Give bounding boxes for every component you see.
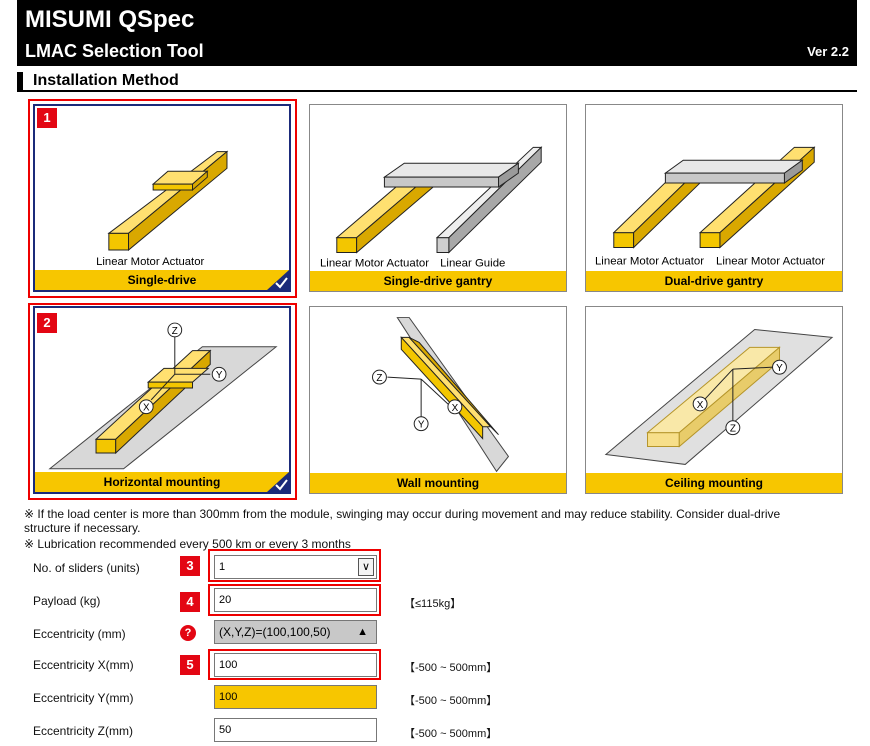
ecc-z-range: 【-500 ~ 500mm】: [404, 728, 498, 740]
note-load-center: ※ If the load center is more than 300mm …: [24, 507, 781, 521]
ecc-x-label: Eccentricity X(mm): [33, 658, 134, 672]
sliders-value: 1: [219, 561, 226, 573]
ecc-x-range: 【-500 ~ 500mm】: [404, 662, 498, 674]
wall-mounting-illustration: Z Y X: [372, 317, 510, 473]
ecc-z-label: Eccentricity Z(mm): [33, 724, 133, 738]
help-icon[interactable]: ?: [180, 625, 196, 641]
option-horizontal-mounting[interactable]: Z Y X Horizontal mounting: [33, 306, 291, 494]
app-header: MISUMI QSpec LMAC Selection Tool Ver 2.2: [17, 0, 857, 66]
option-dual-drive-gantry[interactable]: Linear Motor Actuator Linear Motor Actua…: [585, 104, 843, 292]
card-label: Linear Motor Actuator: [320, 257, 429, 269]
option-single-drive[interactable]: Linear Motor Actuator Single-drive: [33, 104, 291, 292]
sliders-select[interactable]: 1 ∨: [214, 555, 377, 579]
payload-range: 【≤115kg】: [404, 598, 462, 610]
collapse-arrow-icon[interactable]: ▲: [357, 626, 368, 638]
single-drive-illustration: Linear Motor Actuator: [96, 150, 229, 268]
ecc-y-range: 【-500 ~ 500mm】: [404, 695, 498, 707]
card-label: Linear Guide: [440, 257, 505, 269]
ecc-z-input[interactable]: 50: [214, 718, 377, 742]
option-single-drive-gantry[interactable]: Linear Motor Actuator Linear Guide Singl…: [309, 104, 567, 292]
version-label: Ver 2.2: [807, 44, 849, 59]
payload-label: Payload (kg): [33, 594, 101, 608]
checkmark-icon: [267, 270, 289, 290]
card-caption: Horizontal mounting: [35, 472, 289, 492]
ceiling-mounting-illustration: Y X Z: [604, 328, 834, 465]
axis-z-label: Z: [172, 326, 178, 337]
ecc-y-label: Eccentricity Y(mm): [33, 691, 134, 705]
card-label: Linear Motor Actuator: [595, 255, 704, 267]
card-label: Linear Motor Actuator: [96, 256, 204, 268]
ecc-x-input[interactable]: 100: [214, 653, 377, 677]
app-title: MISUMI QSpec: [25, 6, 195, 33]
step-badge-3: 3: [180, 556, 200, 576]
axis-z-label: Z: [730, 424, 736, 435]
card-caption: Dual-drive gantry: [586, 271, 842, 291]
section-title: Installation Method: [33, 72, 179, 89]
dropdown-arrow-icon[interactable]: ∨: [358, 558, 374, 576]
ecc-y-input[interactable]: 100: [214, 685, 377, 709]
card-caption: Single-drive gantry: [310, 271, 566, 291]
checkmark-icon: [267, 472, 289, 492]
dual-drive-gantry-illustration: Linear Motor Actuator Linear Motor Actua…: [595, 146, 825, 267]
sliders-label: No. of sliders (units): [33, 561, 140, 575]
card-caption: Wall mounting: [310, 473, 566, 493]
step-badge-1: 1: [37, 108, 57, 128]
single-drive-gantry-illustration: Linear Motor Actuator Linear Guide: [320, 146, 543, 269]
tool-title: LMAC Selection Tool: [25, 41, 204, 61]
section-heading: Installation Method: [17, 72, 857, 92]
axis-y-label: Y: [776, 363, 783, 374]
eccentricity-summary: (X,Y,Z)=(100,100,50): [219, 625, 331, 639]
option-wall-mounting[interactable]: Z Y X Wall mounting: [309, 306, 567, 494]
card-caption: Single-drive: [35, 270, 289, 290]
axis-x-label: X: [452, 403, 459, 414]
eccentricity-toggle[interactable]: (X,Y,Z)=(100,100,50) ▲: [214, 620, 377, 644]
step-badge-4: 4: [180, 592, 200, 612]
axis-x-label: X: [143, 403, 150, 414]
card-label: Linear Motor Actuator: [716, 255, 825, 267]
axis-y-label: Y: [216, 370, 223, 381]
step-badge-5: 5: [180, 655, 200, 675]
axis-z-label: Z: [376, 373, 382, 384]
axis-y-label: Y: [418, 420, 425, 431]
note-lubrication: ※ Lubrication recommended every 500 km o…: [24, 537, 351, 551]
axis-x-label: X: [697, 400, 704, 411]
card-caption: Ceiling mounting: [586, 473, 842, 493]
step-badge-2: 2: [37, 313, 57, 333]
note-load-center-cont: structure if necessary.: [24, 521, 141, 535]
horizontal-mounting-illustration: Z Y X: [48, 322, 278, 470]
eccentricity-label: Eccentricity (mm): [33, 627, 126, 641]
payload-input[interactable]: 20: [214, 588, 377, 612]
option-ceiling-mounting[interactable]: Y X Z Ceiling mounting: [585, 306, 843, 494]
